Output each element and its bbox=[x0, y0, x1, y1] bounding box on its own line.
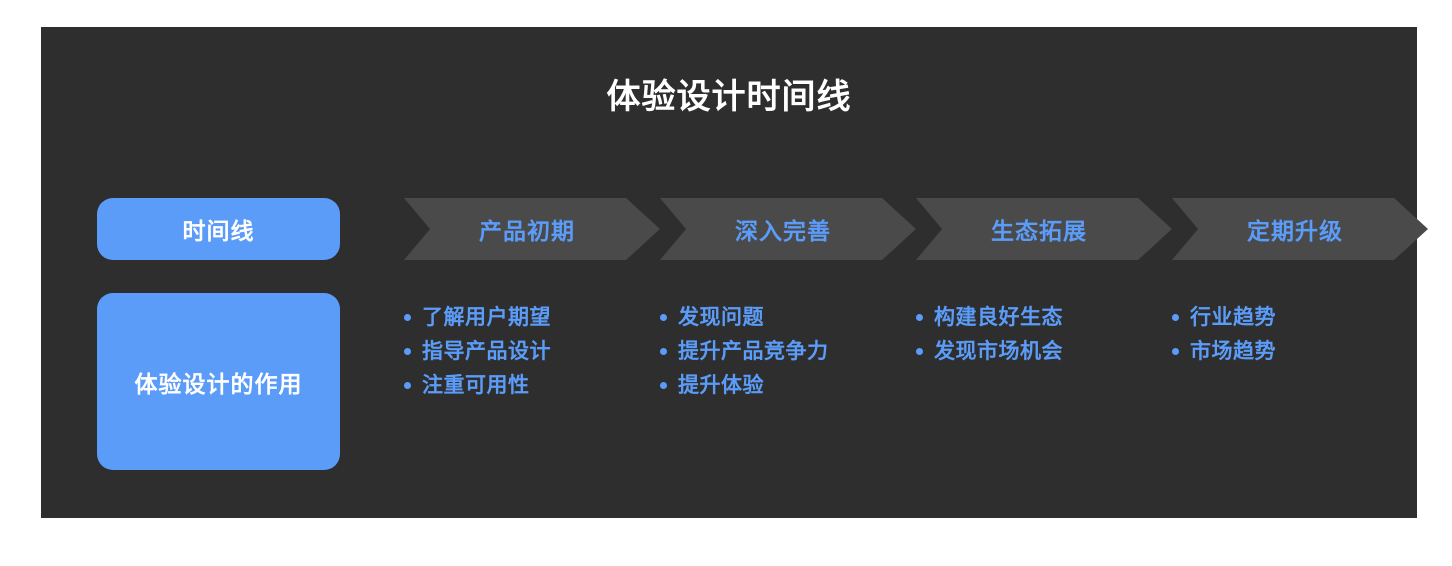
content-row-label-text: 体验设计的作用 bbox=[134, 370, 303, 397]
bullet-dot-icon bbox=[404, 382, 411, 389]
list-item: 注重可用性 bbox=[404, 371, 660, 405]
page-title: 体验设计时间线 bbox=[606, 78, 852, 116]
bullet-dot-icon bbox=[660, 382, 667, 389]
list-item: 了解用户期望 bbox=[404, 303, 660, 337]
stage-chevron-1-label: 产品初期 bbox=[479, 218, 575, 244]
timeline-stage-row: 时间线 产品初期 深入完善 生态拓展 定期升级 bbox=[97, 198, 1417, 260]
list-item-label: 发现市场机会 bbox=[934, 340, 1063, 363]
content-row-label[interactable]: 体验设计的作用 bbox=[97, 293, 340, 470]
bullet-column-4: 行业趋势 市场趋势 bbox=[1172, 293, 1428, 371]
bullet-column-2: 发现问题 提升产品竞争力 提升体验 bbox=[660, 293, 916, 405]
list-item-label: 提升产品竞争力 bbox=[678, 340, 829, 363]
bullet-dot-icon bbox=[1172, 348, 1179, 355]
list-item-label: 构建良好生态 bbox=[934, 306, 1063, 329]
stage-chevron-2-label: 深入完善 bbox=[735, 218, 831, 244]
content-row: 体验设计的作用 了解用户期望 指导产品设计 注重可用性 bbox=[97, 293, 1417, 470]
list-item: 市场趋势 bbox=[1172, 337, 1428, 371]
stage-chevron-4-label: 定期升级 bbox=[1247, 218, 1343, 244]
list-item-label: 提升体验 bbox=[678, 374, 764, 397]
stage-row-header-timeline[interactable]: 时间线 bbox=[97, 198, 340, 260]
list-item: 构建良好生态 bbox=[916, 303, 1172, 337]
list-item-label: 行业趋势 bbox=[1190, 306, 1276, 329]
bullet-column-3: 构建良好生态 发现市场机会 bbox=[916, 293, 1172, 371]
bullet-dot-icon bbox=[916, 348, 923, 355]
bullet-dot-icon bbox=[660, 314, 667, 321]
stage-chevron-2[interactable]: 深入完善 bbox=[660, 198, 916, 260]
list-item-label: 市场趋势 bbox=[1190, 340, 1276, 363]
bullet-dot-icon bbox=[660, 348, 667, 355]
list-item: 指导产品设计 bbox=[404, 337, 660, 371]
stage-chevron-1[interactable]: 产品初期 bbox=[404, 198, 660, 260]
list-item-label: 发现问题 bbox=[678, 306, 764, 329]
bullet-dot-icon bbox=[1172, 314, 1179, 321]
bullet-dot-icon bbox=[916, 314, 923, 321]
list-item-label: 了解用户期望 bbox=[422, 306, 551, 329]
list-item-label: 注重可用性 bbox=[422, 374, 530, 397]
stage-chevron-3-label: 生态拓展 bbox=[991, 218, 1087, 244]
bullet-column-1: 了解用户期望 指导产品设计 注重可用性 bbox=[404, 293, 660, 405]
bullet-dot-icon bbox=[404, 314, 411, 321]
list-item: 提升产品竞争力 bbox=[660, 337, 916, 371]
list-item: 发现市场机会 bbox=[916, 337, 1172, 371]
bullet-dot-icon bbox=[404, 348, 411, 355]
list-item: 发现问题 bbox=[660, 303, 916, 337]
list-item-label: 指导产品设计 bbox=[422, 340, 551, 363]
stage-chevron-4[interactable]: 定期升级 bbox=[1172, 198, 1428, 260]
list-item: 行业趋势 bbox=[1172, 303, 1428, 337]
slide-panel: 体验设计时间线 时间线 产品初期 深入完善 生态拓展 定期升级 体验设计的作用 bbox=[41, 27, 1417, 518]
stage-row-header-label: 时间线 bbox=[182, 218, 255, 244]
list-item: 提升体验 bbox=[660, 371, 916, 405]
stage-chevron-3[interactable]: 生态拓展 bbox=[916, 198, 1172, 260]
